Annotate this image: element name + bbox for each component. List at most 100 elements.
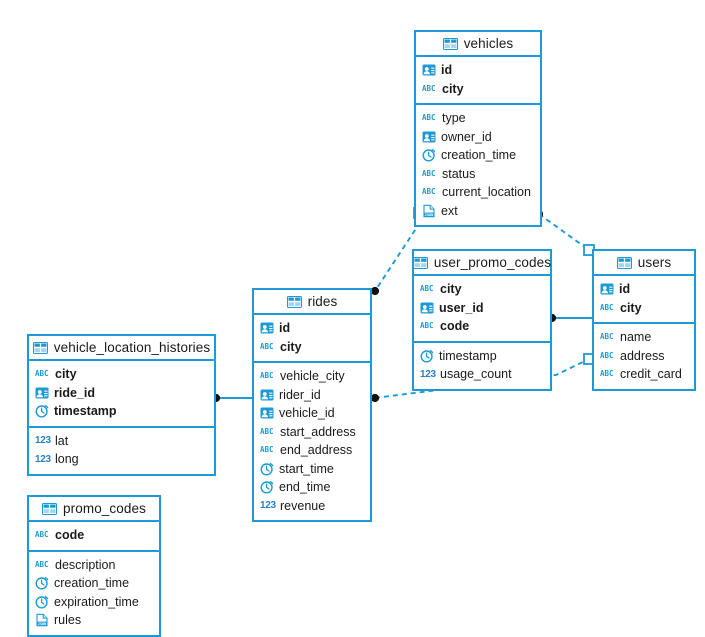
table-title: promo_codes <box>63 501 146 516</box>
abc-icon: ABC <box>35 559 49 569</box>
table-header-vehicles[interactable]: vehicles <box>416 32 540 57</box>
column-name: credit_card <box>620 367 682 381</box>
column-name: vehicle_city <box>280 369 345 383</box>
primary-key-row[interactable]: user_id <box>414 299 550 318</box>
column-row[interactable]: ABC description <box>29 556 159 575</box>
table-header-users[interactable]: users <box>594 251 694 276</box>
abc-icon: ABC <box>260 445 274 455</box>
abc-icon: ABC <box>260 371 274 381</box>
column-row[interactable]: rider_id <box>254 386 370 405</box>
primary-key-row[interactable]: id <box>594 280 694 299</box>
column-row[interactable]: vehicle_id <box>254 404 370 423</box>
column-name: start_time <box>279 461 334 476</box>
column-row[interactable]: creation_time <box>416 146 540 165</box>
column-name: revenue <box>280 498 326 513</box>
column-name: description <box>55 557 116 572</box>
table-grid-icon <box>442 37 458 50</box>
table-title: users <box>637 255 672 270</box>
abc-icon: ABC <box>600 332 614 342</box>
column-name: start_address <box>280 424 356 439</box>
123-icon: 123 <box>420 368 436 380</box>
primary-key-row[interactable]: timestamp <box>29 402 214 421</box>
table-header-promo_codes[interactable]: promo_codes <box>29 497 159 522</box>
column-name: creation_time <box>54 576 130 590</box>
svg-text:JSON: JSON <box>38 622 47 626</box>
column-row[interactable]: ABC address <box>594 347 694 366</box>
column-name: user_id <box>439 300 484 315</box>
abc-icon: ABC <box>422 187 436 197</box>
column-name: code <box>440 319 470 333</box>
primary-key-row[interactable]: id <box>254 319 370 338</box>
column-name: city <box>55 367 77 381</box>
table-header-user_promo_codes[interactable]: user_promo_codes <box>412 251 551 276</box>
column-name: owner_id <box>441 129 492 144</box>
abc-icon: ABC <box>600 350 614 360</box>
column-name: timestamp <box>439 348 497 363</box>
id-card-icon <box>422 63 436 77</box>
column-name: ext <box>441 203 458 218</box>
table-header-vehicle_location_histories[interactable]: vehicle_location_histories <box>29 336 214 361</box>
clock-icon <box>422 148 436 162</box>
abc-icon: ABC <box>600 369 614 379</box>
column-name: id <box>619 282 631 296</box>
column-name: creation_time <box>441 148 517 162</box>
abc-icon: ABC <box>420 284 434 294</box>
table-grid-icon <box>616 256 632 269</box>
column-row[interactable]: expiration_time <box>29 593 159 612</box>
column-name: expiration_time <box>54 594 139 609</box>
column-name: rider_id <box>279 387 321 402</box>
abc-icon: ABC <box>35 530 49 540</box>
column-name: city <box>620 300 642 315</box>
abc-icon: ABC <box>422 113 436 123</box>
column-name: lat <box>55 433 69 448</box>
table-header-rides[interactable]: rides <box>254 290 370 315</box>
column-name: city <box>280 339 302 354</box>
column-row[interactable]: start_time <box>254 460 370 479</box>
column-row[interactable]: ABC type <box>416 109 540 128</box>
column-row[interactable]: timestamp <box>414 347 550 366</box>
primary-key-row[interactable]: id <box>416 61 540 80</box>
column-row[interactable]: ABC credit_card <box>594 365 694 384</box>
column-row[interactable]: end_time <box>254 478 370 497</box>
column-row[interactable]: creation_time <box>29 574 159 593</box>
column-row[interactable]: ABC vehicle_city <box>254 367 370 386</box>
column-row[interactable]: 123 lat <box>29 432 214 451</box>
column-name: ride_id <box>54 385 95 400</box>
primary-key-row[interactable]: ABC code <box>29 526 159 545</box>
clock-icon <box>420 349 434 363</box>
column-row[interactable]: owner_id <box>416 128 540 147</box>
column-name: code <box>55 528 85 542</box>
column-name: type <box>442 111 466 125</box>
123-icon: 123 <box>35 435 51 447</box>
column-name: address <box>620 348 665 363</box>
connector-endpoint-dot <box>370 393 380 403</box>
primary-key-row[interactable]: ride_id <box>29 384 214 403</box>
